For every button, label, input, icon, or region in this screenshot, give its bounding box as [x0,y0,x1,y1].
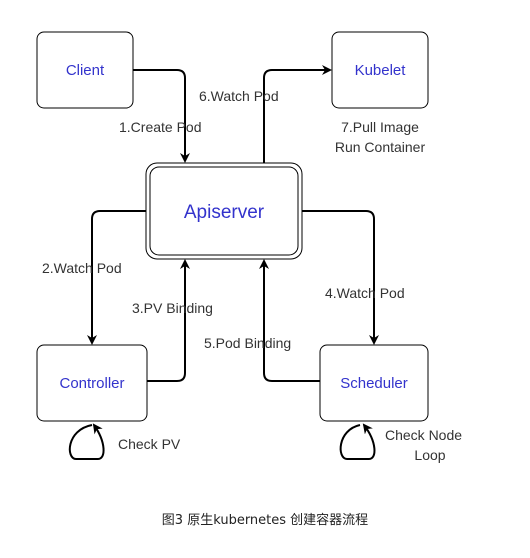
apiserver-label: Apiserver [184,202,265,223]
kubelet-label: Kubelet [355,62,407,79]
label-pv-binding: 3.PV Binding [132,300,213,316]
controller-label: Controller [59,375,124,392]
controller-node: Controller [36,344,148,422]
edge-watch-pod-controller [87,210,146,345]
apiserver-node: Apiserver [145,162,303,260]
edge-watch-pod-scheduler [302,210,379,345]
label-check-node-loop: Loop [414,447,445,463]
label-watch-pod-controller: 2.Watch Pod [42,260,122,276]
label-check-pv: Check PV [118,436,181,452]
label-run-container: Run Container [335,139,426,155]
label-watch-pod-kubelet: 6.Watch Pod [199,88,279,104]
loop-check-node [339,423,376,460]
client-label: Client [66,62,105,79]
edge-create-pod [133,69,190,163]
label-create-pod: 1.Create Pod [119,119,202,135]
scheduler-label: Scheduler [340,375,408,392]
edge-pod-binding [259,259,320,382]
label-watch-pod-scheduler: 4.Watch Pod [325,285,405,301]
edge-watch-pod-kubelet [263,65,332,163]
client-node: Client [36,31,134,109]
label-check-node: Check Node [385,427,462,443]
edge-pv-binding [147,259,190,382]
scheduler-node: Scheduler [319,344,429,422]
label-pod-binding: 5.Pod Binding [204,335,291,351]
label-pull-image: 7.Pull Image [341,119,419,135]
loop-check-pv [68,423,105,460]
figure-caption: 图3 原生kubernetes 创建容器流程 [162,512,368,528]
kubelet-node: Kubelet [331,31,429,109]
